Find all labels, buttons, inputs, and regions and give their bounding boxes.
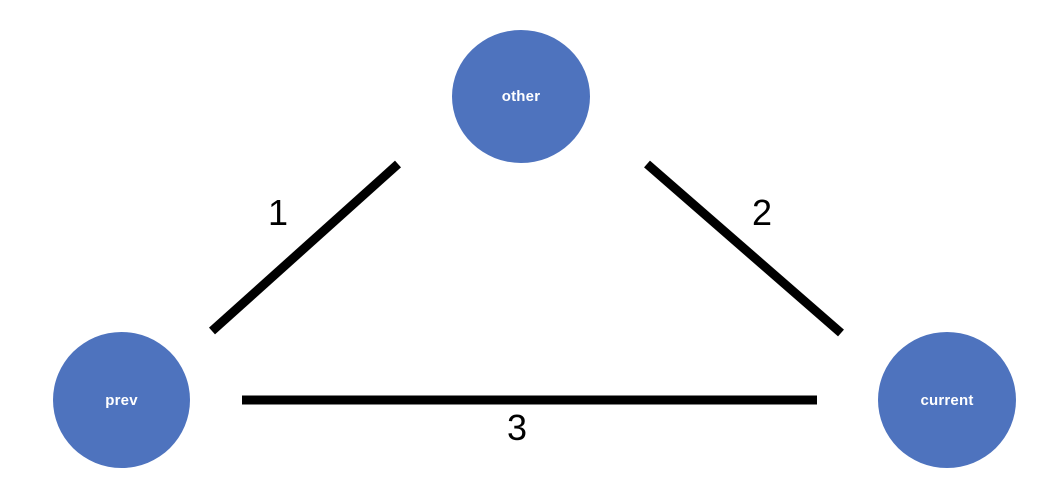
edge-1-line[interactable]	[208, 160, 402, 335]
edge-label-3: 3	[507, 407, 528, 448]
node-other-label: other	[501, 88, 541, 105]
edge-label-1: 1	[268, 192, 289, 233]
node-prev[interactable]: prev	[53, 332, 190, 468]
node-prev-label: prev	[105, 391, 138, 409]
edge-2-line[interactable]	[644, 160, 844, 337]
node-current-label: current	[920, 391, 974, 409]
node-current[interactable]: current	[878, 332, 1016, 468]
node-other[interactable]: other	[452, 30, 590, 163]
edge-label-2: 2	[752, 192, 773, 233]
